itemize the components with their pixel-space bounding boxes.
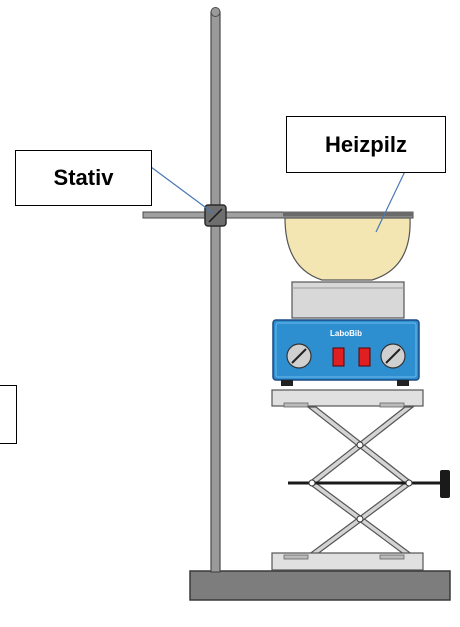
heater-body [272, 319, 420, 381]
stand-rod [210, 11, 221, 573]
jack-top-slot-right [379, 402, 405, 408]
heizpilz-label: Heizpilz [286, 116, 446, 173]
jack-bottom-slot-left [283, 554, 309, 560]
jack-pivot-lower [356, 515, 364, 523]
jack-pivot-left [308, 479, 316, 487]
jack-top-slot-left [283, 402, 309, 408]
jack-pivot-upper [356, 441, 364, 449]
heating-mantle [284, 217, 411, 281]
scissor-mechanism [306, 406, 415, 556]
stand-base [189, 570, 451, 601]
jack-bottom-slot-right [379, 554, 405, 560]
stativ-label: Stativ [15, 150, 152, 206]
heater-top-block [291, 281, 405, 319]
knob-left-pointer [291, 348, 307, 364]
stativ-leader-line [150, 166, 214, 214]
empty-label-box [0, 385, 17, 444]
switch-left [332, 347, 345, 367]
jack-pivot-right [405, 479, 413, 487]
jack-knob [440, 470, 450, 498]
jack-top-plate [271, 389, 424, 407]
switch-right [358, 347, 371, 367]
heater-foot-left [281, 380, 293, 386]
brand-label: LaboBib [330, 329, 362, 338]
rod-top-cap [210, 7, 221, 17]
knob-right-pointer [385, 348, 401, 364]
clamp-detail [208, 208, 223, 223]
heater-panel [275, 322, 417, 378]
heater-foot-right [397, 380, 409, 386]
heizpilz-leader-line [375, 164, 409, 233]
